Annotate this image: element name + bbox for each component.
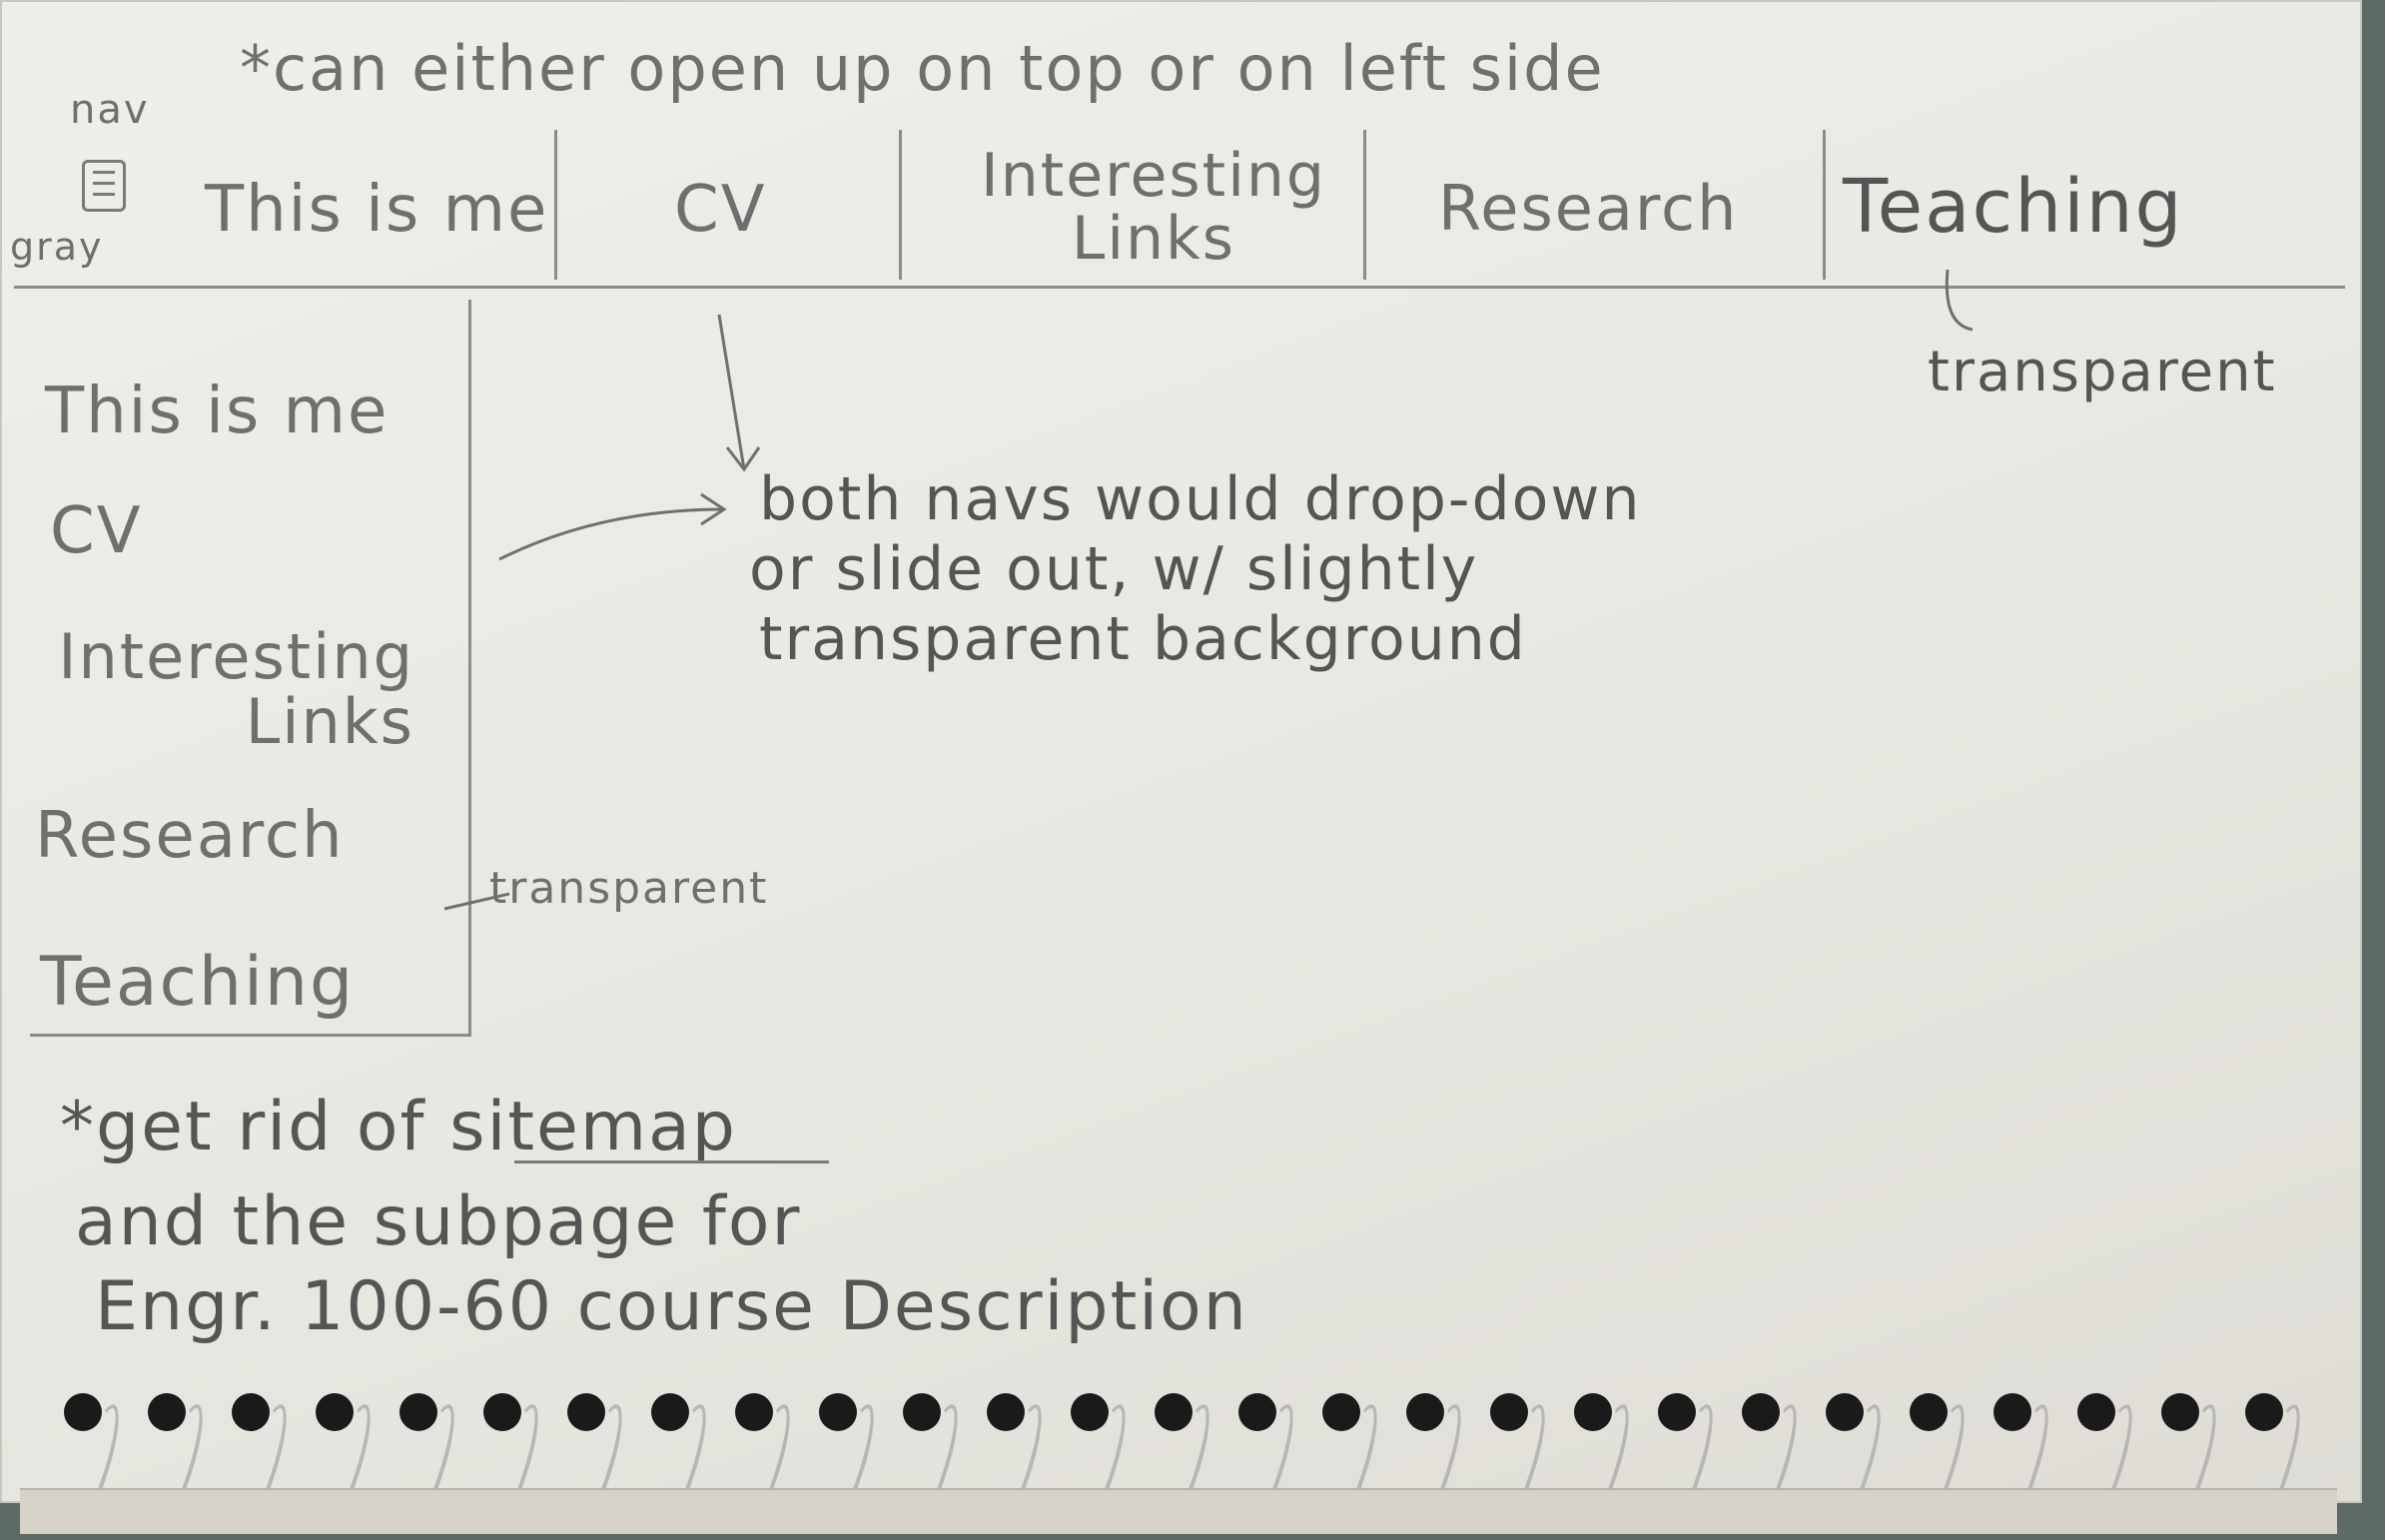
top-nav-underline: [14, 286, 2345, 289]
hamburger-menu-icon[interactable]: [82, 160, 126, 212]
side-nav-box: [30, 300, 471, 1037]
arrowhead-side: [700, 492, 727, 526]
top-nav-item-cv[interactable]: CV: [674, 173, 767, 247]
page-stack-edge: [20, 1488, 2337, 1534]
arrow-from-side-nav: [498, 507, 725, 561]
arrow-side-box: [443, 892, 510, 911]
side-nav-item-interesting-links[interactable]: Interesting Links: [58, 620, 414, 759]
side-nav-item-this-is-me[interactable]: This is me: [45, 375, 390, 448]
middle-note-line-2: or slide out, w/ slightly: [749, 534, 1479, 604]
nav-separator: [1823, 130, 1826, 280]
top-nav-item-teaching[interactable]: Teaching: [1843, 164, 2184, 250]
bottom-note-line-3: Engr. 100-60 course Description: [95, 1267, 1248, 1346]
header-note: *can either open up on top or on left si…: [240, 32, 1605, 105]
nav-separator: [554, 130, 557, 280]
nav-separator: [1363, 130, 1366, 280]
sitemap-underline: [514, 1160, 829, 1163]
teaching-transparent-note: transparent: [1928, 340, 2277, 404]
middle-note-line-1: both navs would drop-down: [759, 464, 1642, 534]
arrow-from-top-nav: [717, 314, 746, 470]
arrow-teaching: [1945, 269, 1974, 332]
side-box-transparent-note: transparent: [489, 863, 769, 914]
sitemap-label: sitemap: [449, 1088, 737, 1166]
gray-annotation: gray: [10, 225, 104, 269]
arrowhead-top: [725, 446, 761, 472]
side-nav-item-cv[interactable]: CV: [50, 494, 143, 568]
top-nav-item-interesting-links[interactable]: Interesting Links: [981, 141, 1326, 274]
nav-annotation: nav: [70, 87, 150, 133]
middle-note-line-3: transparent background: [759, 604, 1527, 674]
top-nav-item-research[interactable]: Research: [1438, 172, 1739, 245]
nav-separator: [899, 130, 902, 280]
spiral-binding: [57, 1383, 2337, 1540]
bottom-note-prefix: *get rid of: [60, 1088, 426, 1166]
side-nav-item-teaching[interactable]: Teaching: [40, 943, 356, 1022]
top-nav-item-this-is-me[interactable]: This is me: [205, 173, 549, 247]
bottom-note-line-1: *get rid of sitemap: [60, 1094, 737, 1161]
side-nav-item-research[interactable]: Research: [35, 799, 345, 873]
bottom-note-line-2: and the subpage for: [75, 1182, 802, 1261]
